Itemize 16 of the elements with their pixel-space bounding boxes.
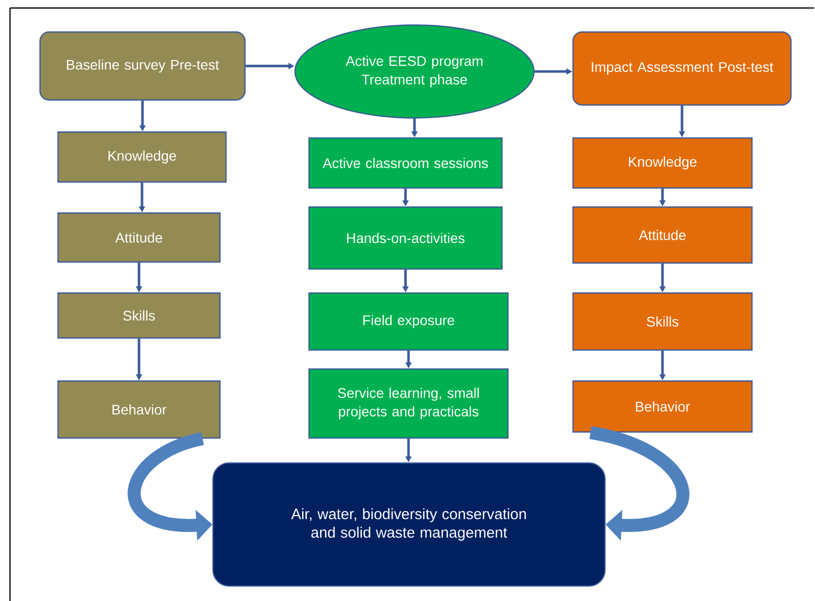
outcome-box: Air, water, biodiversity conservation and solid waste management [212, 462, 606, 587]
process-box: Behavior [572, 380, 753, 433]
process-box: Skills [57, 292, 221, 339]
process-box: Field exposure [308, 292, 509, 351]
process-box: Impact Assessment Post-test [572, 31, 792, 106]
process-box: Baseline survey Pre-test [39, 31, 246, 101]
process-box: Attitude [57, 212, 221, 263]
process-box: Hands-on-activities [308, 206, 503, 270]
process-box: Skills [572, 292, 753, 351]
process-box: Attitude [572, 206, 753, 264]
curved-block-arrow [589, 426, 690, 541]
process-box: Behavior [57, 380, 221, 439]
process-box: Knowledge [57, 131, 227, 183]
process-box: Active classroom sessions [308, 137, 503, 189]
process-box: Service learning, small projects and practicals [308, 368, 509, 439]
process-box: Knowledge [572, 137, 753, 189]
